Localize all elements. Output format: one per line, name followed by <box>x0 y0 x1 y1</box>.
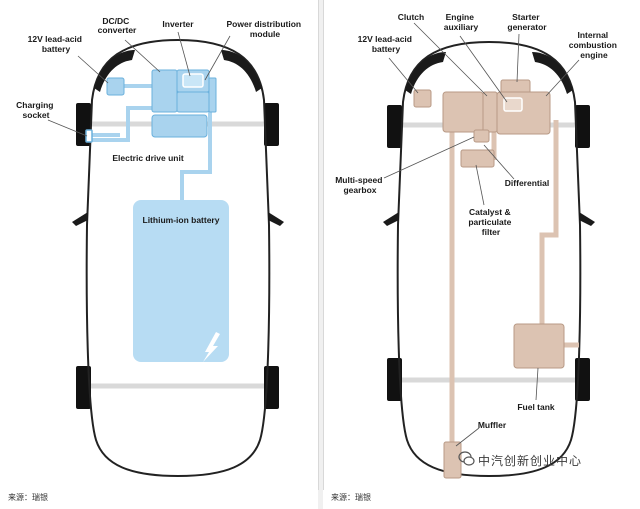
right-mirror <box>579 212 595 226</box>
left-mirror <box>72 212 88 226</box>
clutch-block <box>482 91 498 133</box>
label-charging-socket: Charging socket <box>16 100 56 120</box>
electric-drive-unit <box>151 114 208 138</box>
ev-12v-battery <box>106 77 125 96</box>
left-headlight <box>94 50 135 92</box>
panel-separator <box>318 0 323 509</box>
engine-auxiliary <box>503 97 523 112</box>
label-engine-auxiliary: Engine auxiliary <box>444 12 479 32</box>
rear-left-wheel <box>387 358 402 401</box>
pdm-side <box>208 77 217 113</box>
multi-speed-gearbox <box>473 129 490 143</box>
ev-leader-lines <box>47 31 231 137</box>
left-mirror <box>383 212 399 226</box>
label-lithium-ion-battery: Lithium-ion battery <box>143 215 220 225</box>
differential <box>460 149 495 168</box>
right-headlight <box>532 52 573 94</box>
front-right-wheel <box>575 105 590 148</box>
label-starter-generator: Starter generator <box>507 12 547 32</box>
watermark-text: 中汽创新创业中心 <box>478 454 583 468</box>
label-fuel-tank: Fuel tank <box>517 402 555 412</box>
fuel-tank <box>513 323 565 369</box>
power-distribution-module <box>176 91 210 113</box>
car-body-outline <box>85 38 271 478</box>
label-dcdc: DC/DC converter <box>98 16 137 35</box>
inverter-inner <box>182 73 204 88</box>
engine-block-left <box>442 91 484 133</box>
source-note-left: 来源：瑞银 <box>8 493 48 502</box>
ice-12v-battery <box>413 89 432 108</box>
label-inverter: Inverter <box>162 19 194 29</box>
right-mirror <box>268 212 284 226</box>
ev-diagram-panel: DC/DC converter Inverter Power distribut… <box>0 0 319 490</box>
label-power-distribution: Power distribution module <box>227 19 304 39</box>
ice-diagram: Clutch Engine auxiliary Starter generato… <box>335 12 620 479</box>
left-headlight <box>405 52 446 94</box>
label-internal-combustion-engine: Internal combustion engine <box>569 30 620 60</box>
label-12v-battery: 12V lead-acid battery <box>358 34 415 54</box>
label-catalyst-filter: Catalyst & particulate filter <box>468 207 513 237</box>
label-clutch: Clutch <box>398 12 424 22</box>
front-left-wheel <box>387 105 402 148</box>
label-muffler: Muffler <box>478 420 507 430</box>
wechat-icon <box>458 451 475 466</box>
source-note-right: 来源：瑞银 <box>331 493 371 502</box>
right-headlight <box>221 50 262 92</box>
label-12v-battery: 12V lead-acid battery <box>28 34 85 54</box>
label-differential: Differential <box>505 178 549 188</box>
ice-diagram-panel: Clutch Engine auxiliary Starter generato… <box>323 0 640 490</box>
label-multi-speed-gearbox: Multi-speed gearbox <box>335 175 385 195</box>
label-electric-drive-unit: Electric drive unit <box>112 153 183 163</box>
lightning-icon <box>203 332 220 362</box>
ice-leader-lines <box>383 22 580 447</box>
dcdc-converter <box>151 69 178 113</box>
ev-diagram: DC/DC converter Inverter Power distribut… <box>16 16 304 478</box>
car-body-outline <box>396 40 582 478</box>
ev-wiring <box>89 84 212 200</box>
lithium-ion-battery <box>133 200 229 362</box>
rear-left-wheel <box>76 366 91 409</box>
front-right-wheel <box>264 103 279 146</box>
